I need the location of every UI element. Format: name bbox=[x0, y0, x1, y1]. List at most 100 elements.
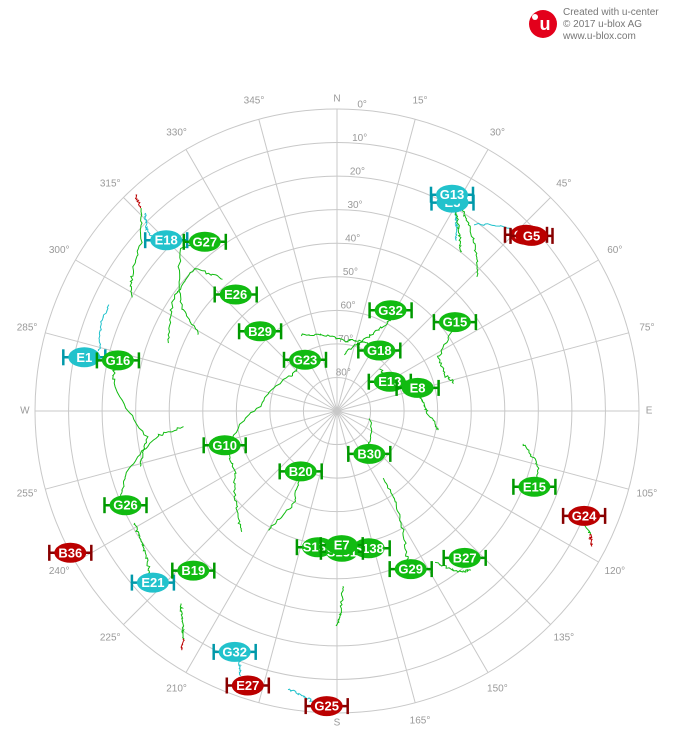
credit-line-3: www.u-blox.com bbox=[563, 31, 636, 42]
satellite-marker bbox=[289, 349, 321, 370]
satellite-track bbox=[120, 426, 184, 503]
satellite-label: E18 bbox=[155, 233, 178, 248]
satellite-label: S138 bbox=[354, 541, 384, 556]
satellite-label: E26 bbox=[224, 287, 247, 302]
elevation-tick-label: 40° bbox=[345, 234, 360, 245]
satellite-g25[interactable]: G25 bbox=[304, 696, 349, 717]
satellite-track bbox=[300, 333, 380, 352]
satellite-label: G29 bbox=[398, 562, 423, 577]
elevation-tick-label: 80° bbox=[336, 368, 351, 379]
satellite-label: B20 bbox=[289, 464, 313, 479]
satellite-marker bbox=[177, 560, 210, 581]
satellite-marker bbox=[109, 495, 142, 516]
satellite-label: G24 bbox=[572, 508, 597, 523]
satellite-b19[interactable]: B19 bbox=[171, 560, 216, 581]
satellite-e1[interactable]: E1 bbox=[62, 347, 107, 368]
satellite-label: B30 bbox=[357, 446, 381, 461]
satellite-g32[interactable]: G32 bbox=[368, 300, 413, 321]
satellite-marker bbox=[436, 184, 468, 205]
azimuth-tick-label: 120° bbox=[604, 566, 625, 577]
satellite-marker bbox=[284, 461, 317, 482]
satellite-label: E8 bbox=[410, 380, 426, 395]
cardinal-label: N bbox=[333, 93, 340, 104]
satellite-label: G13 bbox=[440, 187, 465, 202]
satellite-g32[interactable]: G32 bbox=[212, 641, 257, 662]
satellite-g18[interactable]: G18 bbox=[357, 340, 402, 361]
satellite-track bbox=[97, 304, 110, 351]
satellite-marker bbox=[54, 542, 87, 563]
satellite-label: B29 bbox=[248, 324, 272, 339]
satellite-g26[interactable]: G26 bbox=[103, 495, 148, 516]
satellite-g23[interactable]: G23 bbox=[282, 349, 328, 370]
satellite-g24[interactable]: G24 bbox=[561, 505, 607, 526]
satellite-g15[interactable]: G15 bbox=[432, 312, 478, 333]
satellite-label: G15 bbox=[443, 315, 468, 330]
azimuth-spoke bbox=[45, 332, 338, 412]
satellite-track bbox=[419, 396, 439, 431]
elevation-tick-label: 50° bbox=[343, 267, 358, 278]
satellite-track bbox=[457, 201, 479, 278]
satellite-g29[interactable]: G29 bbox=[388, 559, 433, 580]
satellite-marker bbox=[188, 231, 221, 252]
satellite-track bbox=[143, 212, 155, 241]
azimuth-tick-label: 240° bbox=[49, 566, 70, 577]
satellite-track bbox=[179, 603, 185, 640]
satellite-e26[interactable]: E26 bbox=[213, 284, 258, 305]
satellite-e7[interactable]: E7 bbox=[319, 535, 364, 556]
satellite-marker bbox=[68, 347, 101, 368]
satellite-b29[interactable]: B29 bbox=[237, 321, 283, 342]
azimuth-spoke bbox=[45, 410, 338, 490]
satellite-label: G23 bbox=[293, 352, 318, 367]
satellite-label: G32 bbox=[378, 303, 403, 318]
satellite-marker bbox=[136, 572, 169, 593]
azimuth-tick-label: 165° bbox=[410, 715, 431, 726]
azimuth-spoke bbox=[258, 119, 338, 412]
azimuth-spoke bbox=[75, 259, 338, 412]
satellite-marker bbox=[150, 230, 183, 251]
satellite-marker bbox=[438, 312, 471, 333]
elevation-tick-label: 10° bbox=[352, 133, 367, 144]
satellite-marker bbox=[353, 443, 386, 464]
satellite-track bbox=[227, 359, 306, 452]
satellite-marker bbox=[244, 321, 277, 342]
elevation-tick-label: 60° bbox=[340, 301, 355, 312]
credit-line-2: © 2017 u-blox AG bbox=[563, 19, 643, 30]
azimuth-tick-label: 30° bbox=[490, 128, 505, 139]
satellite-e21[interactable]: E21 bbox=[130, 572, 176, 593]
satellite-e15[interactable]: E15 bbox=[512, 476, 557, 497]
satellite-track bbox=[180, 638, 185, 651]
azimuth-tick-label: 225° bbox=[100, 632, 121, 643]
azimuth-spoke bbox=[336, 119, 416, 412]
azimuth-tick-label: 105° bbox=[637, 489, 658, 500]
azimuth-tick-label: 300° bbox=[49, 245, 70, 256]
logo-letter: u bbox=[540, 14, 551, 34]
cardinal-label: E bbox=[646, 406, 653, 417]
satellite-b27[interactable]: B27 bbox=[442, 547, 487, 568]
satellite-g10[interactable]: G10 bbox=[202, 435, 247, 456]
satellite-label: B36 bbox=[58, 545, 82, 560]
azimuth-tick-label: 15° bbox=[412, 96, 427, 107]
satellite-e18[interactable]: E18 bbox=[143, 230, 189, 251]
satellite-marker bbox=[363, 340, 396, 361]
satellite-marker bbox=[374, 300, 407, 321]
satellite-g16[interactable]: G16 bbox=[95, 350, 141, 371]
satellite-g27[interactable]: G27 bbox=[182, 231, 228, 252]
azimuth-tick-label: 345° bbox=[244, 96, 265, 107]
satellite-marker bbox=[518, 476, 551, 497]
satellite-e8[interactable]: E8 bbox=[395, 377, 440, 398]
azimuth-tick-label: 210° bbox=[166, 683, 187, 694]
satellite-b30[interactable]: B30 bbox=[347, 443, 392, 464]
satellite-track bbox=[588, 533, 593, 547]
satellite-b36[interactable]: B36 bbox=[48, 542, 93, 563]
satellite-track bbox=[133, 522, 151, 582]
satellite-b20[interactable]: B20 bbox=[278, 461, 323, 482]
azimuth-tick-label: 255° bbox=[17, 489, 38, 500]
satellite-e27[interactable]: E27 bbox=[225, 675, 271, 696]
satellite-label: G18 bbox=[367, 343, 392, 358]
satellite-marker bbox=[448, 547, 481, 568]
satellite-markers: E3G13G20G5E18G27E26B29G32G15G18E13E8G23E… bbox=[48, 184, 607, 717]
azimuth-spoke bbox=[336, 332, 629, 412]
satellite-g5[interactable]: G5 bbox=[509, 225, 554, 246]
satellite-g13[interactable]: G13 bbox=[429, 184, 475, 205]
